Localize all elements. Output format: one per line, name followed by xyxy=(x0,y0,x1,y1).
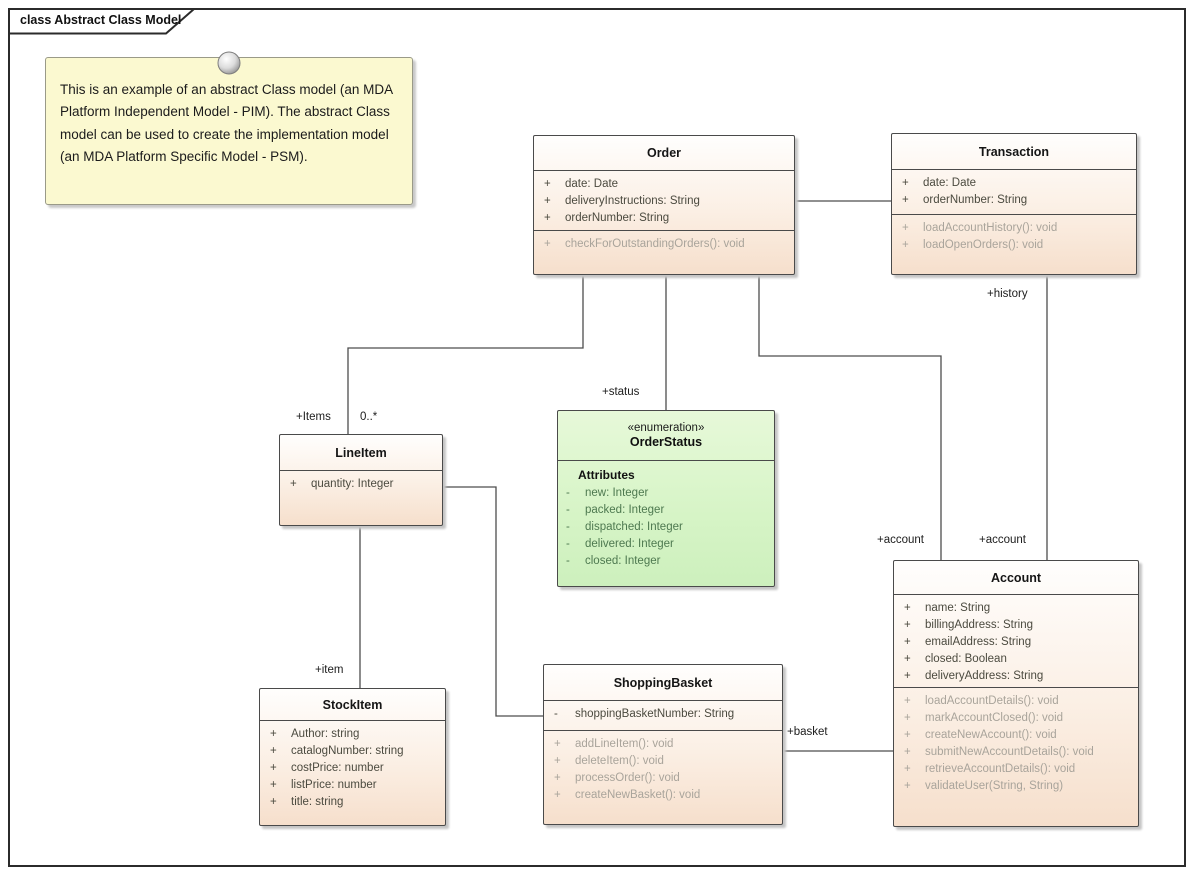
class-lineitem[interactable]: LineItem +quantity: Integer xyxy=(279,434,443,526)
operations-compartment: +loadAccountDetails(): void +markAccountC… xyxy=(894,687,1138,826)
attribute-row: +deliveryAddress: String xyxy=(904,670,1044,682)
attribute-row: +Author: string xyxy=(270,728,360,740)
attribute-row: +title: string xyxy=(270,796,344,808)
class-name: LineItem xyxy=(335,445,387,460)
enumeration-name: OrderStatus xyxy=(629,435,703,449)
attributes-compartment: +Author: string +catalogNumber: string +co… xyxy=(260,720,445,825)
connector-order-account[interactable] xyxy=(758,275,942,560)
operation-row: +markAccountClosed(): void xyxy=(904,712,1064,724)
note-text: This is an example of an abstract Class … xyxy=(60,82,393,165)
class-name: ShoppingBasket xyxy=(613,675,713,690)
enumeration-orderstatus[interactable]: «enumeration» OrderStatus Attributes -ne… xyxy=(557,410,775,587)
diagram-frame xyxy=(8,8,1186,867)
operation-row: +loadAccountHistory(): void xyxy=(902,222,1058,234)
operations-compartment: +addLineItem(): void +deleteItem(): void +… xyxy=(544,730,782,824)
attribute-row: -dispatched: Integer xyxy=(566,521,683,533)
attribute-row: -shoppingBasketNumber: String xyxy=(554,708,735,720)
operation-row: +loadOpenOrders(): void xyxy=(902,239,1044,251)
attributes-compartment: +date: Date +orderNumber: String xyxy=(892,169,1136,214)
attributes-compartment: Attributes -new: Integer -packed: Integer… xyxy=(558,460,774,586)
operation-row: +loadAccountDetails(): void xyxy=(904,695,1059,707)
class-name: Transaction xyxy=(978,144,1050,159)
class-name: Account xyxy=(991,570,1041,585)
role-label-history[interactable]: +history xyxy=(987,288,1028,300)
class-name: Order xyxy=(646,146,682,160)
attribute-row: -packed: Integer xyxy=(566,504,665,516)
class-shoppingbasket[interactable]: ShoppingBasket -shoppingBasketNumber: St… xyxy=(543,664,783,825)
operation-row: +processOrder(): void xyxy=(554,772,680,784)
role-label-basket[interactable]: +basket xyxy=(787,726,828,738)
connector-lineitem-shoppingbasket[interactable] xyxy=(443,486,543,717)
pin-icon xyxy=(217,51,241,75)
attribute-row: +deliveryInstructions: String xyxy=(544,195,700,207)
attribute-row: +date: Date xyxy=(544,178,619,190)
operation-row: +createNewAccount(): void xyxy=(904,729,1057,741)
attribute-row: +billingAddress: String xyxy=(904,619,1034,631)
class-order[interactable]: Order +date: Date +deliveryInstructions: … xyxy=(533,135,795,275)
role-label-account-transaction[interactable]: +account xyxy=(979,534,1026,546)
class-stockitem[interactable]: StockItem +Author: string +catalogNumber:… xyxy=(259,688,446,826)
attribute-row: +quantity: Integer xyxy=(290,478,394,490)
operation-row: +retrieveAccountDetails(): void xyxy=(904,763,1076,775)
attribute-row: +orderNumber: String xyxy=(902,194,1028,206)
operation-row: +checkForOutstandingOrders(): void xyxy=(544,238,745,250)
attribute-row: -closed: Integer xyxy=(566,555,661,567)
role-label-item[interactable]: +item xyxy=(315,664,344,676)
operations-compartment: +loadAccountHistory(): void +loadOpenOrde… xyxy=(892,214,1136,274)
attribute-row: +orderNumber: String xyxy=(544,212,670,224)
operations-compartment: +checkForOutstandingOrders(): void xyxy=(534,230,794,274)
attribute-row: +emailAddress: String xyxy=(904,636,1032,648)
attribute-row: -new: Integer xyxy=(566,487,649,499)
operation-row: +submitNewAccountDetails(): void xyxy=(904,746,1094,758)
frame-tab[interactable] xyxy=(8,8,208,38)
role-label-status[interactable]: +status xyxy=(602,386,640,398)
class-name: StockItem xyxy=(322,697,383,712)
attributes-compartment: +quantity: Integer xyxy=(280,470,442,525)
attribute-row: -delivered: Integer xyxy=(566,538,674,550)
operation-row: +createNewBasket(): void xyxy=(554,789,701,801)
attributes-compartment: +name: String +billingAddress: String +ema… xyxy=(894,594,1138,687)
stereotype-label: «enumeration» xyxy=(627,422,705,434)
operation-row: +deleteItem(): void xyxy=(554,755,664,767)
attribute-row: +name: String xyxy=(904,602,991,614)
multiplicity-label-items[interactable]: 0..* xyxy=(360,411,378,423)
attribute-row: +costPrice: number xyxy=(270,762,384,774)
attributes-section-label: Attributes xyxy=(578,468,635,482)
operation-row: +validateUser(String, String) xyxy=(904,780,1064,792)
attribute-row: +listPrice: number xyxy=(270,779,377,791)
role-label-items[interactable]: +Items xyxy=(296,411,331,423)
attribute-row: +catalogNumber: string xyxy=(270,745,404,757)
frame-title: class Abstract Class Model xyxy=(20,13,182,27)
class-transaction[interactable]: Transaction +date: Date +orderNumber: Str… xyxy=(891,133,1137,275)
class-account[interactable]: Account +name: String +billingAddress: St… xyxy=(893,560,1139,827)
attributes-compartment: +date: Date +deliveryInstructions: String… xyxy=(534,170,794,230)
connector-order-lineitem[interactable] xyxy=(347,275,584,434)
operation-row: +addLineItem(): void xyxy=(554,738,674,750)
attribute-row: +date: Date xyxy=(902,177,977,189)
note-element[interactable]: This is an example of an abstract Class … xyxy=(45,57,413,205)
attribute-row: +closed: Boolean xyxy=(904,653,1007,665)
role-label-account-order[interactable]: +account xyxy=(877,534,924,546)
attributes-compartment: -shoppingBasketNumber: String xyxy=(544,700,782,730)
